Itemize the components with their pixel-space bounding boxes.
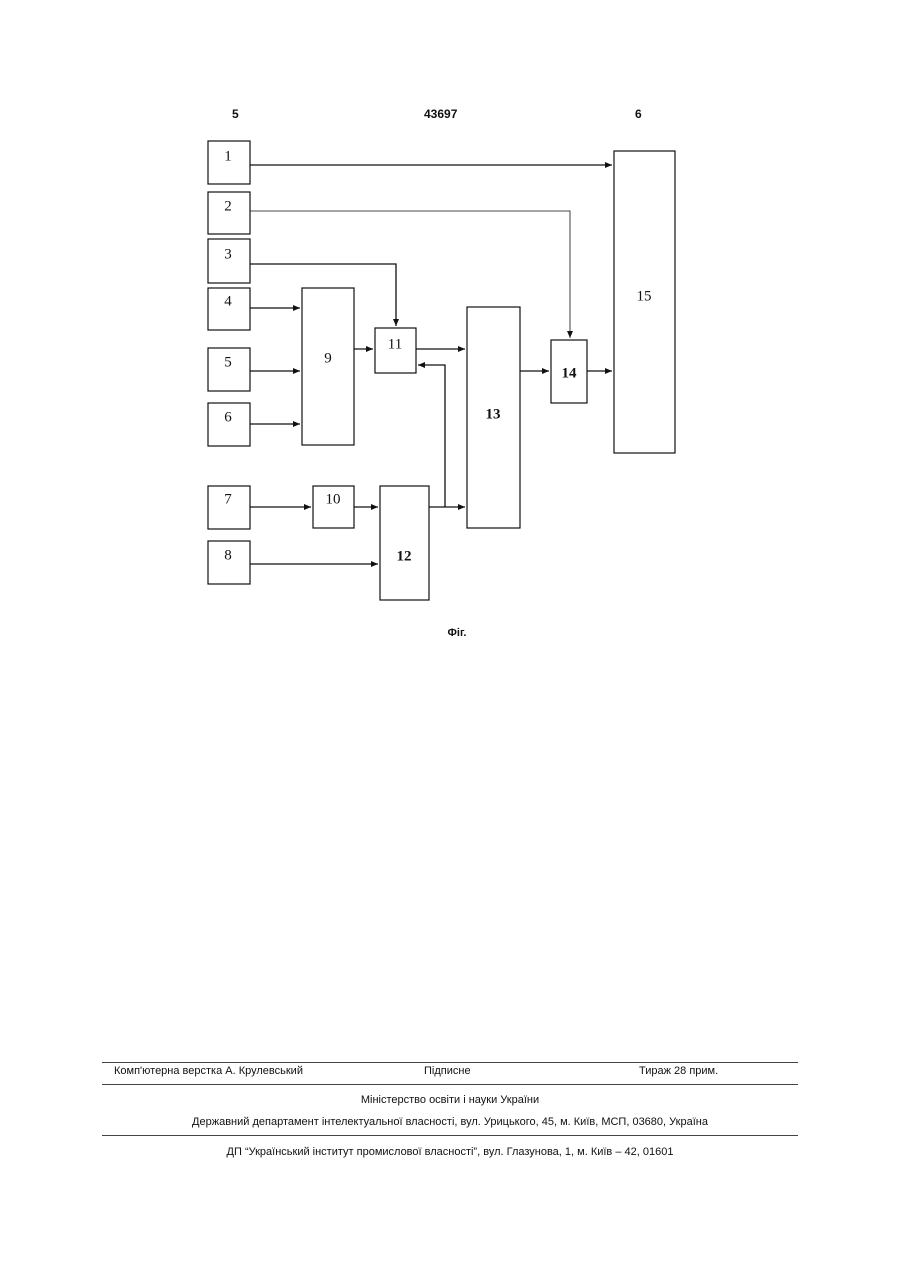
block-15-label: 15 <box>637 288 652 304</box>
block-12 <box>380 486 429 600</box>
block-diagram: 1 2 3 4 5 6 7 8 9 10 11 12 13 14 15 Фіг. <box>0 0 900 660</box>
block-14-label: 14 <box>562 365 578 381</box>
block-1-label: 1 <box>224 148 232 164</box>
footer-rule-top <box>102 1062 798 1063</box>
footer-subscription: Підписне <box>424 1065 471 1077</box>
footer-typesetter: Комп'ютерна верстка А. Крулевський <box>114 1065 303 1077</box>
block-2-label: 2 <box>224 198 232 214</box>
footer-rule-middle <box>102 1084 798 1085</box>
block-6-label: 6 <box>224 409 232 425</box>
footer-institute: ДП “Український інститут промислової вла… <box>0 1146 900 1158</box>
block-13-label: 13 <box>486 406 501 422</box>
footer-department: Державний департамент інтелектуальної вл… <box>0 1116 900 1128</box>
block-12-label: 12 <box>397 548 412 564</box>
arrow-2-to-14 <box>250 211 570 338</box>
block-9-label: 9 <box>324 350 332 366</box>
block-5-label: 5 <box>224 354 232 370</box>
footer-ministry: Міністерство освіти і науки України <box>0 1094 900 1106</box>
block-10-label: 10 <box>326 491 341 507</box>
block-11-label: 11 <box>388 336 402 352</box>
block-3-label: 3 <box>224 246 232 262</box>
figure-caption: Фіг. <box>448 627 467 639</box>
block-9 <box>302 288 354 445</box>
footer-circulation: Тираж 28 прим. <box>639 1065 718 1077</box>
block-4-label: 4 <box>224 293 232 309</box>
footer-rule-bottom <box>102 1135 798 1136</box>
block-7-label: 7 <box>224 491 232 507</box>
block-8-label: 8 <box>224 547 232 563</box>
